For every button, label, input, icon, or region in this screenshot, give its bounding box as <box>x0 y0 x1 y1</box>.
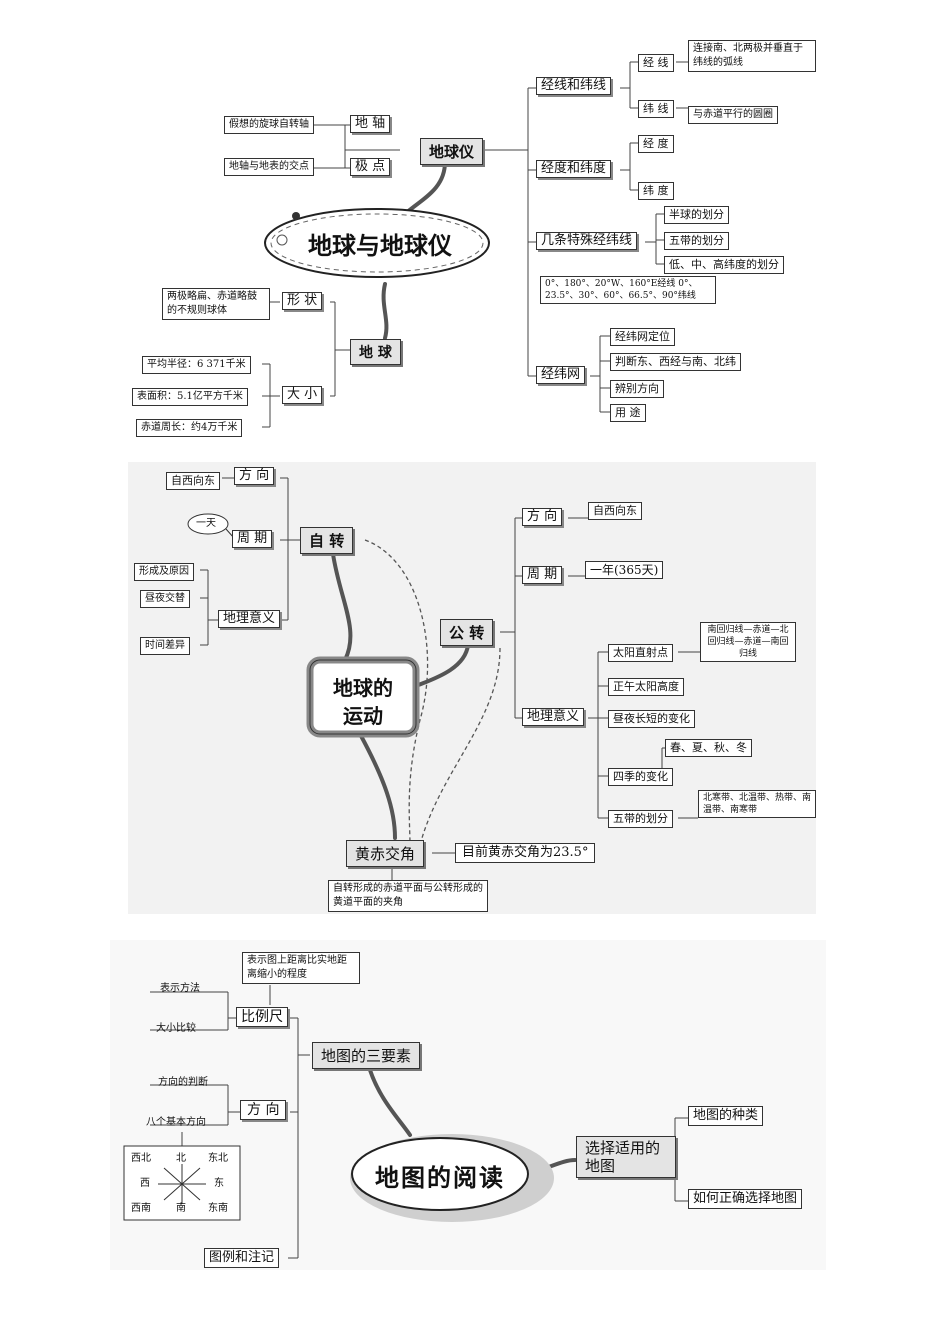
subsolar-migration-note: 南回归线—赤道—北回归线—赤道—南回归线 <box>700 622 796 662</box>
node-revolution: 公 转 <box>440 619 494 646</box>
scale-definition: 表示图上距离比实地距离缩小的程度 <box>242 952 360 984</box>
five-zones-note: 北寒带、北温带、热带、南温带、南寒带 <box>698 790 816 818</box>
node-rotation: 自 转 <box>300 527 354 554</box>
node-meridians-parallels: 经线和纬线 <box>536 77 612 95</box>
size-surface-area: 表面积：5.1亿平方千米 <box>132 388 248 406</box>
node-size: 大 小 <box>282 386 323 404</box>
center-map-reading: 地图的阅读 <box>375 1163 505 1192</box>
compass-west: 西 <box>140 1178 150 1189</box>
node-map-three-elements: 地图的三要素 <box>312 1042 421 1069</box>
center-earth-motion-line1: 地球的 <box>333 676 393 700</box>
node-direction: 方 向 <box>240 1100 287 1120</box>
node-parallel: 纬 线 <box>638 100 674 118</box>
node-latitude-zones: 低、中、高纬度的划分 <box>664 256 784 274</box>
choose-item-map-types: 地图的种类 <box>688 1106 764 1126</box>
direction-item-eight: 八个基本方向 <box>146 1117 206 1128</box>
node-globe: 地球仪 <box>420 138 484 165</box>
graticule-item-uses: 用 途 <box>610 404 646 422</box>
node-latitude: 纬 度 <box>638 182 674 200</box>
node-hemisphere-division: 半球的划分 <box>664 206 729 224</box>
rotation-sig-formation: 形成及原因 <box>134 563 194 581</box>
compass-southeast: 东南 <box>208 1203 228 1214</box>
node-poles: 极 点 <box>350 158 391 176</box>
compass-south: 南 <box>176 1203 186 1214</box>
node-subsolar-point: 太阳直射点 <box>608 644 673 662</box>
node-revolution-significance: 地理意义 <box>522 708 585 726</box>
node-longitude: 经 度 <box>638 135 674 153</box>
compass-northeast: 东北 <box>208 1153 228 1164</box>
node-rotation-period: 周 期 <box>232 530 273 548</box>
node-four-seasons: 四季的变化 <box>608 768 673 786</box>
shape-definition: 两极略扁、赤道略鼓的不规则球体 <box>162 288 270 320</box>
node-longitude-latitude: 经度和纬度 <box>536 160 612 178</box>
node-graticule: 经纬网 <box>536 366 586 384</box>
scale-item-representation: 表示方法 <box>160 983 200 994</box>
rotation-sig-day-night: 昼夜交替 <box>140 590 190 608</box>
node-noon-sun-altitude: 正午太阳高度 <box>608 678 684 696</box>
size-equator-length: 赤道周长：约4万千米 <box>136 419 243 437</box>
node-meridian: 经 线 <box>638 54 674 72</box>
node-shape: 形 状 <box>282 292 323 310</box>
compass-north: 北 <box>176 1153 186 1164</box>
node-obliquity: 黄赤交角 <box>346 840 425 867</box>
node-earth: 地 球 <box>350 339 401 365</box>
rotation-sig-time-difference: 时间差异 <box>140 637 190 655</box>
special-lines-note: 0°、180°、20°W、160°E经线 0°、23.5°、30°、60°、66… <box>540 276 716 304</box>
graticule-item-direction: 辨别方向 <box>610 380 664 398</box>
node-five-zones: 五带的划分 <box>664 232 729 250</box>
rotation-period-value: 一天 <box>196 518 216 529</box>
parallel-definition: 与赤道平行的圆圈 <box>688 106 778 124</box>
revolution-direction-value: 自西向东 <box>588 502 642 520</box>
compass-east: 东 <box>214 1178 224 1189</box>
rotation-direction-value: 自西向东 <box>166 472 220 490</box>
choose-item-how-to-select: 如何正确选择地图 <box>688 1189 803 1209</box>
revolution-period-value: 一年(365天) <box>585 561 664 579</box>
meridian-definition: 连接南、北两极并垂直于纬线的弧线 <box>688 40 816 72</box>
node-special-lines: 几条特殊经纬线 <box>536 232 638 250</box>
node-earth-axis: 地 轴 <box>350 115 391 133</box>
node-rotation-direction: 方 向 <box>234 467 275 485</box>
node-rotation-significance: 地理意义 <box>218 610 281 628</box>
seasons-list: 春、夏、秋、冬 <box>665 739 752 757</box>
node-legend-notes: 图例和注记 <box>204 1248 280 1268</box>
scale-item-comparison: 大小比较 <box>156 1023 196 1034</box>
axis-definition: 假想的旋球自转轴 <box>224 116 314 134</box>
node-choose-map: 选择适用的地图 <box>576 1136 676 1178</box>
graticule-item-positioning: 经纬网定位 <box>610 328 675 346</box>
node-day-length-change: 昼夜长短的变化 <box>608 710 695 728</box>
center-earth-motion-line2: 运动 <box>343 704 383 728</box>
node-five-zones-2: 五带的划分 <box>608 810 673 828</box>
node-revolution-period: 周 期 <box>522 566 563 584</box>
obliquity-value: 目前黄赤交角为23.5° <box>455 843 596 863</box>
obliquity-definition: 自转形成的赤道平面与公转形成的黄道平面的夹角 <box>328 880 488 912</box>
direction-item-judgement: 方向的判断 <box>158 1077 208 1088</box>
compass-southwest: 西南 <box>131 1203 151 1214</box>
node-revolution-direction: 方 向 <box>522 508 563 526</box>
size-radius: 平均半径：6 371千米 <box>142 356 251 374</box>
poles-definition: 地轴与地表的交点 <box>224 158 314 176</box>
graticule-item-judging: 判断东、西经与南、北纬 <box>610 353 741 371</box>
node-scale: 比例尺 <box>236 1007 288 1027</box>
compass-northwest: 西北 <box>131 1153 151 1164</box>
center-earth-and-globe: 地球与地球仪 <box>308 231 452 260</box>
